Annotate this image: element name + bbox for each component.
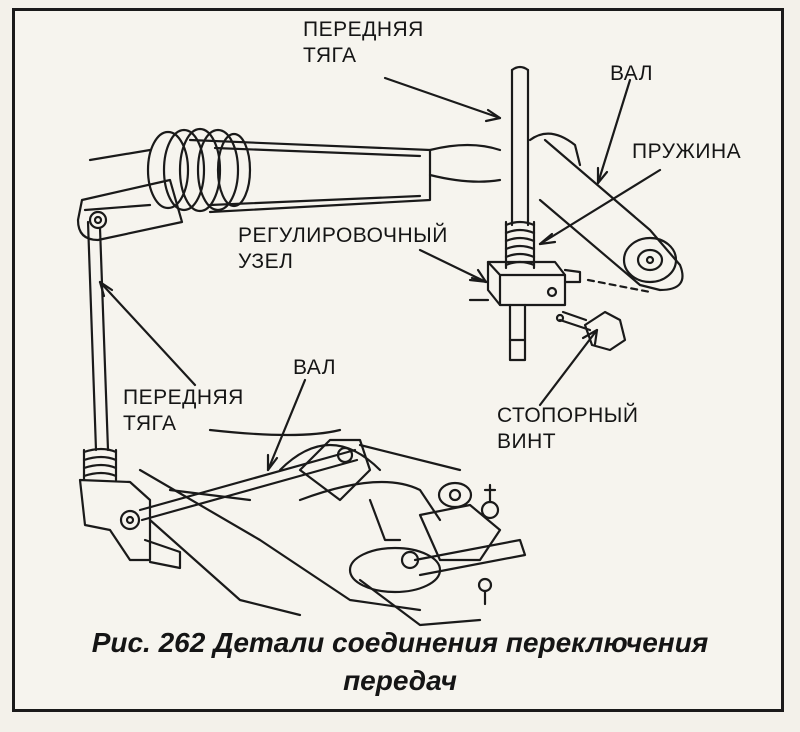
- label-stop-screw-2: ВИНТ: [497, 430, 557, 453]
- stop-screw-icon: [555, 278, 652, 352]
- front-rod-detail: [510, 65, 530, 227]
- rod-spring-left: [82, 447, 118, 482]
- leader-lines: [98, 76, 662, 472]
- figure-frame: [12, 8, 784, 712]
- upper-lever: [76, 178, 184, 242]
- label-adjust-unit-1: РЕГУЛИРОВОЧНЫЙ: [238, 224, 448, 247]
- adjusting-block: [468, 260, 582, 362]
- label-front-rod-top-1: ПЕРЕДНЯЯ: [303, 18, 424, 41]
- label-spring: ПРУЖИНА: [632, 140, 742, 163]
- front-rod-left: [86, 220, 110, 452]
- label-front-rod-mid-1: ПЕРЕДНЯЯ: [123, 386, 244, 409]
- rubber-bellows: [83, 127, 252, 213]
- label-adjust-unit-2: УЗЕЛ: [238, 250, 294, 273]
- lower-left-bracket: [78, 478, 182, 570]
- chassis-panels: [138, 428, 422, 617]
- spring-detail: [504, 220, 536, 270]
- label-front-rod-top-2: ТЯГА: [303, 44, 357, 67]
- label-shaft-mid: ВАЛ: [293, 356, 337, 379]
- figure-caption-line2: передач: [343, 665, 457, 696]
- figure-caption-line1: Рис. 262 Детали соединения переключения: [91, 627, 709, 658]
- shaft-lower: [138, 448, 359, 522]
- label-stop-screw-1: СТОПОРНЫЙ: [497, 404, 639, 427]
- linkage-mechanism: [278, 438, 527, 627]
- shaft-detail-arm: [428, 132, 684, 292]
- label-front-rod-mid-2: ТЯГА: [123, 412, 177, 435]
- label-shaft-top: ВАЛ: [610, 62, 654, 85]
